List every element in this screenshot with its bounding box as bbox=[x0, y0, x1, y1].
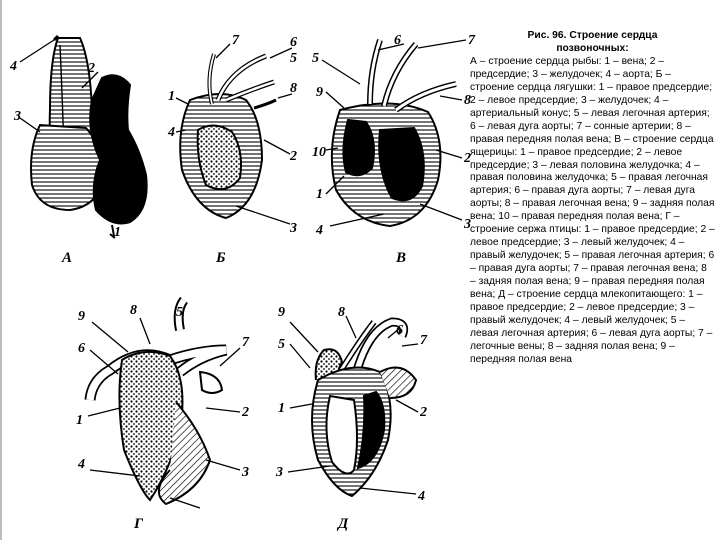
panel-d-label-2: 2 bbox=[241, 405, 249, 420]
panel-d-bird-heart bbox=[84, 296, 241, 509]
panel-d-label-5: 5 bbox=[176, 305, 183, 320]
panel-e-label-3: 3 bbox=[275, 465, 283, 480]
panel-a-label-1: 1 bbox=[114, 225, 121, 240]
panel-b-label-7: 7 bbox=[232, 33, 240, 48]
panel-a-label-2: 2 bbox=[87, 61, 95, 76]
panel-c-label-3: 3 bbox=[463, 217, 471, 232]
caption-title-line-1: Рис. 96. Строение сердца bbox=[527, 30, 658, 41]
panel-d-letter: Г bbox=[133, 516, 144, 532]
panel-b-label-3: 3 bbox=[289, 221, 297, 236]
panel-c-label-6: 6 bbox=[394, 33, 401, 48]
panel-e-mammal-heart bbox=[287, 315, 419, 498]
panel-d-label-4: 4 bbox=[77, 457, 85, 472]
panel-e-label-1: 1 bbox=[278, 401, 285, 416]
panel-a-label-3: 3 bbox=[13, 109, 21, 124]
panel-c-label-8: 8 bbox=[464, 93, 471, 108]
panel-c-label-7: 7 bbox=[468, 33, 476, 48]
panel-d-label-1: 1 bbox=[76, 413, 83, 428]
panel-d-label-3: 3 bbox=[241, 465, 249, 480]
panel-c-label-9: 9 bbox=[316, 85, 323, 100]
panel-b-label-1: 1 bbox=[168, 89, 175, 104]
panel-c-label-1: 1 bbox=[316, 187, 323, 202]
panel-d-label-8: 8 bbox=[130, 303, 137, 318]
panel-d-label-9: 9 bbox=[78, 309, 85, 324]
panel-e-label-4: 4 bbox=[417, 489, 425, 504]
caption-title-line-2: позвоночных: bbox=[556, 42, 629, 54]
panel-d-label-6: 6 bbox=[78, 341, 85, 356]
panel-c-label-10: 10 bbox=[312, 145, 326, 160]
left-edge-rule bbox=[0, 0, 2, 540]
panel-e-label-2: 2 bbox=[419, 405, 427, 420]
panel-e-label-9: 9 bbox=[278, 305, 285, 320]
panel-b-label-8: 8 bbox=[290, 81, 297, 96]
panel-b-label-2: 2 bbox=[289, 149, 297, 164]
panel-c-label-2: 2 bbox=[463, 151, 471, 166]
panel-c-letter: В bbox=[395, 250, 406, 266]
panel-c-label-4: 4 bbox=[315, 223, 323, 238]
panel-b-label-4: 4 bbox=[167, 125, 175, 140]
panel-a-fish-heart bbox=[19, 34, 148, 239]
panel-c-lizard-heart bbox=[321, 39, 467, 228]
caption-text: А – строение сердца рыбы: 1 – вена; 2 – … bbox=[470, 55, 715, 365]
panel-b-label-5: 5 bbox=[290, 51, 297, 66]
panel-e-label-7: 7 bbox=[420, 333, 428, 348]
panel-e-label-8: 8 bbox=[338, 305, 345, 320]
panel-e-letter: Д bbox=[336, 516, 349, 532]
panel-b-frog-heart bbox=[175, 43, 293, 225]
panel-b-label-6: 6 bbox=[290, 35, 297, 50]
panel-a-letter: А bbox=[61, 250, 72, 266]
figure-caption: Рис. 96. Строение сердца позвоночных: А … bbox=[470, 30, 715, 367]
panel-a-label-4: 4 bbox=[9, 59, 17, 74]
panel-d-label-7: 7 bbox=[242, 335, 250, 350]
heart-figure: 4 2 3 1 А 7 6 5 8 1 4 2 3 Б bbox=[9, 33, 476, 532]
panel-b-letter: Б bbox=[215, 250, 226, 266]
panel-e-label-5: 5 bbox=[278, 337, 285, 352]
panel-e-label-6: 6 bbox=[396, 323, 403, 338]
panel-c-label-5: 5 bbox=[312, 51, 319, 66]
